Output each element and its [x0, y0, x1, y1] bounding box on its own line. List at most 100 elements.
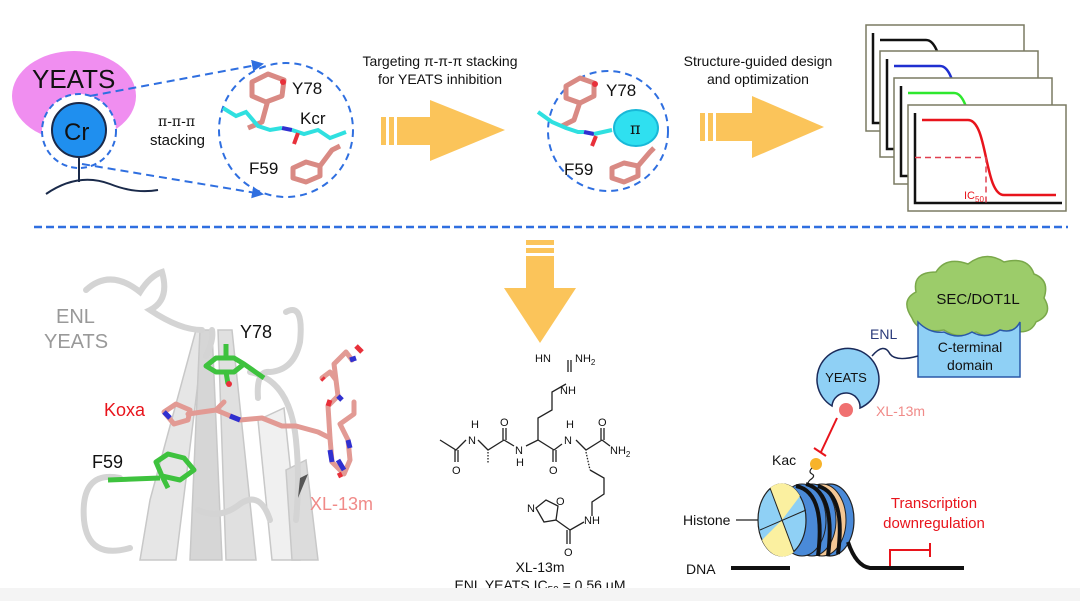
- bond: [537, 383, 567, 440]
- bond: [585, 451, 591, 471]
- enl-linker: [871, 347, 919, 360]
- bond: [566, 521, 585, 544]
- dna-label: DNA: [686, 561, 716, 577]
- kcr-chain: [221, 106, 283, 133]
- histone-tail: [45, 178, 159, 195]
- f59-residue: [107, 451, 197, 490]
- atom-nh2-right: NH2: [610, 445, 631, 459]
- bond: [503, 439, 515, 447]
- beta-strand: [139, 328, 205, 561]
- atom-n2: N: [515, 445, 523, 457]
- yeats-blob-label: YEATS: [32, 64, 115, 94]
- binding-pocket-kcr: Y78 Kcr F59: [218, 62, 354, 198]
- atom-o2: O: [500, 417, 509, 429]
- bond: [589, 469, 605, 516]
- pocket2-f59-sidechain: [609, 146, 656, 185]
- c-terminal-line2: domain: [947, 357, 993, 373]
- atom-nh2-top: NH2: [575, 353, 596, 367]
- chemical-structure: HN NH2 NH H N O O N H O H N O NH2 O N NH…: [439, 353, 631, 596]
- pi-group: [613, 109, 659, 147]
- yeats-schematic: YEATS Cr: [12, 51, 264, 199]
- sec-dot1l-label: SEC/DOT1L: [936, 291, 1019, 308]
- pocket2-dashed-circle: [547, 70, 669, 192]
- bond: [600, 428, 605, 440]
- xl13m-label: XL-13m: [310, 494, 373, 514]
- bond: [552, 450, 557, 462]
- loop: [80, 473, 133, 554]
- pocket2-chain: [536, 110, 584, 134]
- y78-oh: [226, 381, 232, 387]
- arrow2-caption-line2: and optimization: [707, 71, 809, 87]
- bond: [525, 439, 555, 451]
- pocket1-kcr: Kcr: [300, 109, 326, 128]
- mechanism-schematic: SEC/DOT1L C-terminal domain ENL YEATS XL…: [683, 255, 1049, 577]
- kac-label: Kac: [772, 452, 796, 468]
- kcr-carbonyl: [292, 132, 300, 145]
- arrow1-caption-line1: Targeting π-π-π stacking: [362, 53, 517, 69]
- bond: [601, 439, 611, 447]
- pocket-dashed-circle: [218, 62, 354, 198]
- bond: [454, 450, 459, 462]
- bond: [567, 360, 572, 372]
- pocket2-amide: [583, 130, 595, 136]
- koxa-label: Koxa: [104, 400, 146, 420]
- ligand-nitrogen: [327, 355, 357, 472]
- enl-label: ENL: [870, 326, 897, 342]
- kcr-amide: [281, 126, 293, 132]
- nucleosome: [757, 482, 855, 557]
- dose-response-card: IC50: [907, 104, 1067, 212]
- c-terminal-line1: C-terminal: [938, 339, 1003, 355]
- bond: [477, 439, 505, 451]
- bond: [502, 428, 507, 440]
- binding-pocket-pi: π Y78 F59: [536, 70, 669, 192]
- atom-nh-guanidine: NH: [560, 385, 576, 397]
- dna-strand: [731, 541, 964, 570]
- inhibition-line: [813, 417, 838, 457]
- y78-residue: [203, 344, 266, 385]
- transcription-line2: downregulation: [883, 515, 985, 532]
- loop: [195, 496, 273, 523]
- pocket1-y78: Y78: [292, 79, 322, 98]
- loop: [83, 268, 205, 333]
- bond: [575, 439, 603, 451]
- arrow-down: [504, 240, 576, 343]
- arrow2-caption-line1: Structure-guided design: [684, 53, 833, 69]
- beta-strand: [217, 329, 257, 561]
- stacking-label-pi: π-π-π: [158, 114, 195, 130]
- pocket2-y78-sidechain: [560, 75, 597, 129]
- histone-label: Histone: [683, 512, 731, 528]
- ic50-guide: [915, 156, 987, 203]
- axes: [913, 113, 1062, 205]
- kac-dot: [810, 458, 822, 470]
- enl-yeats-label-line2: YEATS: [44, 331, 108, 353]
- atom-o4: O: [598, 417, 607, 429]
- pi-label: π: [630, 119, 641, 138]
- footer-strip: [0, 588, 1080, 601]
- atom-h3: H: [566, 419, 574, 431]
- ligand-nitrogen: [162, 410, 172, 420]
- pocket2-y78-oxygen: [592, 81, 598, 87]
- pocket2-f59: F59: [564, 160, 593, 179]
- atom-o1: O: [452, 465, 461, 477]
- atom-oxazole-o: O: [556, 496, 565, 508]
- pocket2-linker: [593, 128, 613, 136]
- ligand-nitrogen: [229, 413, 241, 423]
- zoom-line-top: [89, 59, 264, 97]
- y78-sidechain: [247, 71, 287, 131]
- atom-oxazole-n: N: [527, 503, 535, 515]
- bond: [553, 443, 563, 451]
- yeats-domain: [816, 347, 880, 410]
- strand-arrowhead: [298, 474, 308, 498]
- enl-yeats-label-line1: ENL: [56, 306, 95, 328]
- arrow-optimization: [700, 96, 824, 158]
- transcription-line1: Transcription: [891, 495, 977, 512]
- atom-o3: O: [549, 465, 558, 477]
- arrow-targeting: [381, 100, 505, 161]
- zoom-line-bottom: [81, 163, 264, 199]
- cr-label: Cr: [64, 119, 89, 146]
- f59-sidechain: [290, 143, 342, 185]
- xl13m-dot: [839, 403, 853, 417]
- c-terminal-box: [917, 320, 1021, 378]
- dose-response-stack: IC50: [865, 24, 1067, 212]
- bond: [555, 519, 571, 531]
